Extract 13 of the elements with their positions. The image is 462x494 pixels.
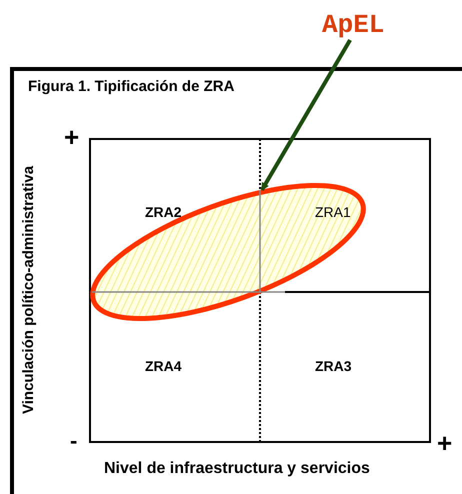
quadrant-label: ZRA4 — [145, 358, 182, 374]
quadrant-label: ZRA2 — [145, 204, 182, 220]
axis-end-sign: - — [70, 428, 78, 454]
axis-title: Nivel de infraestructura y servicios — [104, 460, 370, 478]
arrow — [260, 38, 352, 191]
hatched-ellipse — [88, 182, 368, 322]
quadrant-label: ZRA3 — [315, 358, 352, 374]
figure-title: Figura 1. Tipificación de ZRA — [28, 78, 234, 95]
axis-end-sign: + — [64, 122, 80, 153]
axis-title: Vinculación político-administrativa — [20, 164, 37, 416]
callout-label: ApEL — [322, 10, 384, 40]
axis-end-sign: + — [437, 428, 452, 459]
quadrant-label: ZRA1 — [315, 204, 351, 220]
